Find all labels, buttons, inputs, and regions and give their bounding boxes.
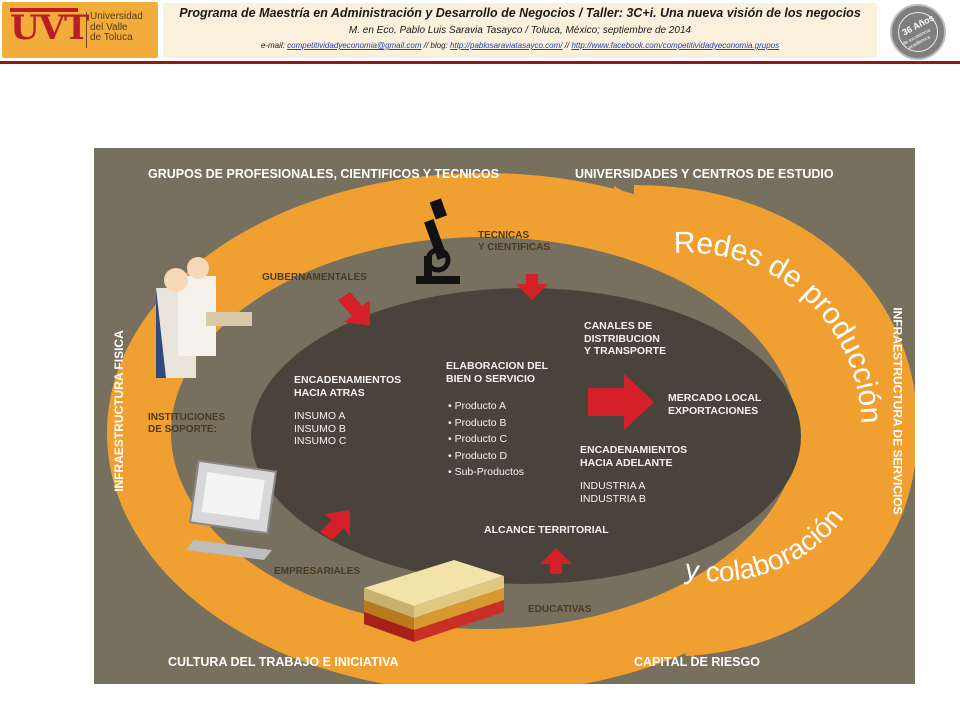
label-elaboracion: ELABORACION DEL BIEN O SERVICIO — [446, 360, 548, 385]
title-box: Programa de Maestría en Administración y… — [163, 3, 877, 58]
anniversary-seal: 36 Años de excelencia académica — [890, 4, 946, 60]
label-industrias: INDUSTRIA A INDUSTRIA B — [580, 480, 646, 505]
cycle-arrow — [633, 185, 915, 656]
label-instituciones: INSTITUCIONES DE SOPORTE: — [148, 412, 225, 436]
logo-mark: UVT — [10, 8, 89, 48]
arrow-educativas — [540, 548, 572, 574]
label-encadenamientos-adelante: ENCADENAMIENTOS HACIA ADELANTE — [580, 444, 687, 469]
seal-ring — [898, 12, 938, 52]
industria-item: INDUSTRIA A — [580, 480, 646, 492]
logo-divider — [86, 12, 87, 48]
author-line: M. en Eco. Pablo Luis Saravia Tasayco / … — [348, 25, 692, 36]
contact-line: e-mail: competitividadyeconomia@gmail.co… — [163, 41, 877, 50]
logo-name-line: de Toluca — [90, 32, 133, 43]
label-canales: CANALES DE DISTRIBUCION Y TRANSPORTE — [584, 320, 666, 358]
insumo-item: INSUMO B — [294, 422, 346, 435]
label-line: CANALES DE — [584, 320, 653, 332]
program-title: Programa de Maestría en Administración y… — [179, 6, 861, 20]
books-icon — [364, 560, 504, 642]
arrow-gubernamentales — [338, 292, 370, 326]
label-empresariales: EMPRESARIALES — [274, 566, 361, 577]
microscope-icon — [416, 198, 460, 284]
slide-header: UVT Universidad del Valle de Toluca Prog… — [0, 0, 960, 64]
label-encadenamientos-atras: ENCADENAMIENTOS HACIA ATRAS — [294, 374, 401, 399]
label-line: Y TRANSPORTE — [584, 345, 667, 357]
logo-university-name: Universidad del Valle de Toluca — [90, 11, 143, 44]
email-prefix: e-mail: — [260, 41, 285, 50]
product-item: Sub-Productos — [448, 464, 524, 481]
label-infraestructura-servicios: INFRAESTRUCTURA DE SERVICIOS — [890, 307, 905, 515]
label-tecnicas: TECNICAS Y CIENTIFICAS — [478, 230, 550, 254]
insumo-item: INSUMO C — [294, 435, 347, 447]
facebook-prefix: // — [564, 41, 570, 50]
logo-name-line: del Valle — [90, 21, 128, 33]
label-line: INSTITUCIONES — [148, 412, 226, 423]
label-capital-riesgo: CAPITAL DE RIESGO — [634, 655, 760, 669]
label-line: ENCADENAMIENTOS — [294, 374, 402, 386]
label-line: TECNICAS — [478, 230, 530, 241]
label-line: Y CIENTIFICAS — [478, 242, 551, 253]
label-cultura-trabajo: CULTURA DEL TRABAJO E INICIATIVA — [168, 655, 399, 669]
product-item: Producto B — [448, 415, 524, 432]
label-infraestructura-fisica: INFRAESTRUCTURA FISICA — [111, 330, 126, 492]
industria-item: INDUSTRIA B — [580, 492, 646, 505]
arrow-empresariales — [320, 510, 350, 540]
label-line: HACIA ADELANTE — [580, 456, 673, 469]
label-line: ENCADENAMIENTOS — [580, 444, 688, 456]
label-line: DISTRIBUCION — [584, 332, 660, 345]
label-line: EXPORTACIONES — [668, 404, 759, 417]
logo-name-line: Universidad — [90, 11, 143, 22]
header-rule — [0, 61, 960, 64]
product-list: Producto A Producto B Producto C Product… — [448, 398, 524, 481]
cycle-arrowhead-bottom — [642, 588, 694, 658]
label-gubernamentales: GUBERNAMENTALES — [262, 272, 367, 283]
blog-prefix: // blog: — [423, 41, 448, 50]
label-grupos-profesionales: GRUPOS DE PROFESIONALES, CIENTIFICOS Y T… — [148, 167, 499, 181]
label-line: DE SOPORTE: — [148, 424, 217, 435]
uvt-logo: UVT Universidad del Valle de Toluca — [2, 2, 158, 58]
computer-icon — [186, 459, 278, 560]
arrow-center-mercado — [588, 374, 654, 430]
label-line: BIEN O SERVICIO — [446, 372, 536, 385]
label-mercado: MERCADO LOCAL EXPORTACIONES — [668, 392, 761, 417]
label-alcance-territorial: ALCANCE TERRITORIAL — [484, 524, 609, 536]
logo-bar — [10, 8, 78, 12]
label-educativas: EDUCATIVAS — [528, 604, 592, 615]
label-line: MERCADO LOCAL — [668, 392, 762, 404]
label-insumos: INSUMO A INSUMO B INSUMO C — [294, 410, 347, 448]
professionals-icon — [156, 257, 252, 378]
facebook-link[interactable]: http://www.facebook.com/competitividadye… — [571, 41, 780, 50]
product-item: Producto D — [448, 448, 524, 465]
product-item: Producto C — [448, 431, 524, 448]
email-link[interactable]: competitividadyeconomia@gmail.com — [287, 41, 422, 50]
label-universidades: UNIVERSIDADES Y CENTROS DE ESTUDIO — [575, 167, 834, 181]
orange-ring — [107, 173, 861, 684]
label-line: HACIA ATRAS — [294, 386, 365, 399]
label-line: ELABORACION DEL — [446, 360, 549, 372]
cluster-diagram: Redes de producción y colaboración GRUPO… — [94, 148, 915, 684]
product-item: Producto A — [448, 398, 524, 415]
arrow-tecnicas — [516, 274, 548, 300]
blog-link[interactable]: http://pablosaraviatasayco.com/ — [450, 41, 563, 50]
insumo-item: INSUMO A — [294, 410, 346, 422]
cycle-arrowhead-top — [614, 186, 669, 250]
center-ellipse — [251, 288, 801, 584]
diagram-graphics: Redes de producción y colaboración — [107, 173, 915, 684]
